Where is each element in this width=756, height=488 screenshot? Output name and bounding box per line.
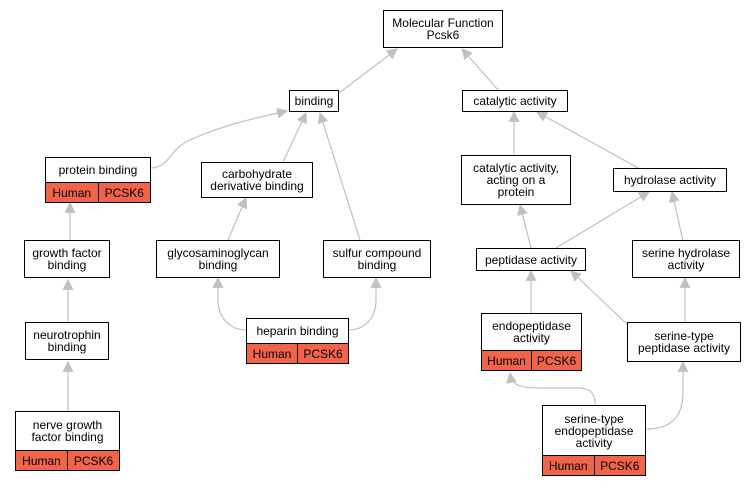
edge-peptidase-catprotein	[517, 203, 532, 249]
gene-tag: PCSK6	[297, 344, 348, 363]
node-label: peptidase activity	[484, 252, 578, 267]
node-label: neurotrophin binding	[33, 328, 101, 354]
gene-tag: PCSK6	[67, 451, 119, 470]
edge-serinehydrolase-hydrolase	[668, 190, 684, 242]
annotation-tags: Human PCSK6	[543, 455, 645, 475]
gene-tag: PCSK6	[97, 183, 150, 202]
gene-tag: PCSK6	[593, 456, 645, 475]
node-peptidase-activity[interactable]: peptidase activity	[476, 248, 586, 271]
edge-gag-carbohydrate	[227, 196, 248, 241]
species-tag: Human	[16, 451, 67, 470]
node-heparin-binding[interactable]: heparin binding Human PCSK6	[246, 318, 349, 364]
node-label: glycosaminoglycan binding	[167, 246, 269, 272]
node-label: catalytic activity, acting on a protein	[473, 161, 559, 199]
node-label: catalytic activity	[473, 94, 557, 108]
edge-serineendo-endopeptidase	[506, 371, 596, 406]
node-nerve-growth-factor-binding[interactable]: nerve growth factor binding Human PCSK6	[15, 411, 120, 471]
edge-hydrolase-catalytic	[536, 111, 641, 170]
node-label: Molecular Function Pcsk6	[392, 16, 494, 42]
edge-catalytic-root	[461, 48, 500, 92]
node-hydrolase-activity[interactable]: hydrolase activity	[613, 168, 727, 192]
node-catalytic-activity[interactable]: catalytic activity	[462, 90, 568, 112]
node-serine-type-peptidase-activity[interactable]: serine-type peptidase activity	[627, 322, 741, 362]
gene-tag: PCSK6	[531, 351, 581, 370]
species-tag: Human	[247, 344, 297, 363]
node-catalytic-activity-on-protein[interactable]: catalytic activity, acting on a protein	[461, 155, 571, 205]
species-tag: Human	[482, 351, 531, 370]
node-label: serine-type endopeptidase activity	[554, 411, 634, 450]
species-tag: Human	[46, 183, 98, 202]
node-neurotrophin-binding[interactable]: neurotrophin binding	[25, 322, 109, 360]
edge-sulfur-binding	[317, 111, 361, 241]
node-label: serine-type peptidase activity	[637, 329, 731, 355]
node-label: sulfur compound binding	[332, 246, 422, 272]
edge-serineendo-serinepeptidase	[646, 360, 689, 430]
node-carbohydrate-derivative-binding[interactable]: carbohydrate derivative binding	[201, 162, 313, 198]
node-serine-hydrolase-activity[interactable]: serine hydrolase activity	[632, 240, 740, 278]
node-label: protein binding	[58, 163, 138, 177]
node-label: heparin binding	[256, 324, 339, 338]
node-protein-binding[interactable]: protein binding Human PCSK6	[45, 157, 151, 203]
node-label: carbohydrate derivative binding	[210, 167, 304, 193]
edge-heparin-sulfur	[347, 276, 382, 331]
node-glycosaminoglycan-binding[interactable]: glycosaminoglycan binding	[156, 240, 280, 278]
edge-protein-binding-binding	[149, 107, 289, 169]
node-label: nerve growth factor binding	[31, 418, 104, 444]
node-label: hydrolase activity	[623, 173, 717, 187]
node-label: binding	[294, 94, 334, 108]
node-binding[interactable]: binding	[289, 90, 339, 112]
species-tag: Human	[543, 456, 594, 475]
annotation-tags: Human PCSK6	[482, 350, 581, 370]
edge-heparin-gag	[212, 276, 248, 331]
edge-serinepeptidase-peptidase	[570, 270, 631, 328]
node-label: serine hydrolase activity	[641, 246, 731, 272]
edge-peptidase-hydrolase	[555, 191, 650, 249]
node-label: endopeptidase activity	[492, 319, 571, 345]
node-growth-factor-binding[interactable]: growth factor binding	[24, 240, 110, 278]
node-endopeptidase-activity[interactable]: endopeptidase activity Human PCSK6	[481, 313, 582, 371]
annotation-tags: Human PCSK6	[46, 182, 150, 202]
node-serine-type-endopeptidase-activity[interactable]: serine-type endopeptidase activity Human…	[542, 405, 646, 476]
edge-carbohydrate-binding	[282, 112, 307, 163]
annotation-tags: Human PCSK6	[247, 343, 348, 363]
node-sulfur-compound-binding[interactable]: sulfur compound binding	[323, 240, 431, 278]
edge-binding-root	[338, 48, 398, 94]
node-molecular-function[interactable]: Molecular Function Pcsk6	[383, 10, 503, 48]
annotation-tags: Human PCSK6	[16, 450, 119, 470]
node-label: growth factor binding	[32, 246, 102, 272]
